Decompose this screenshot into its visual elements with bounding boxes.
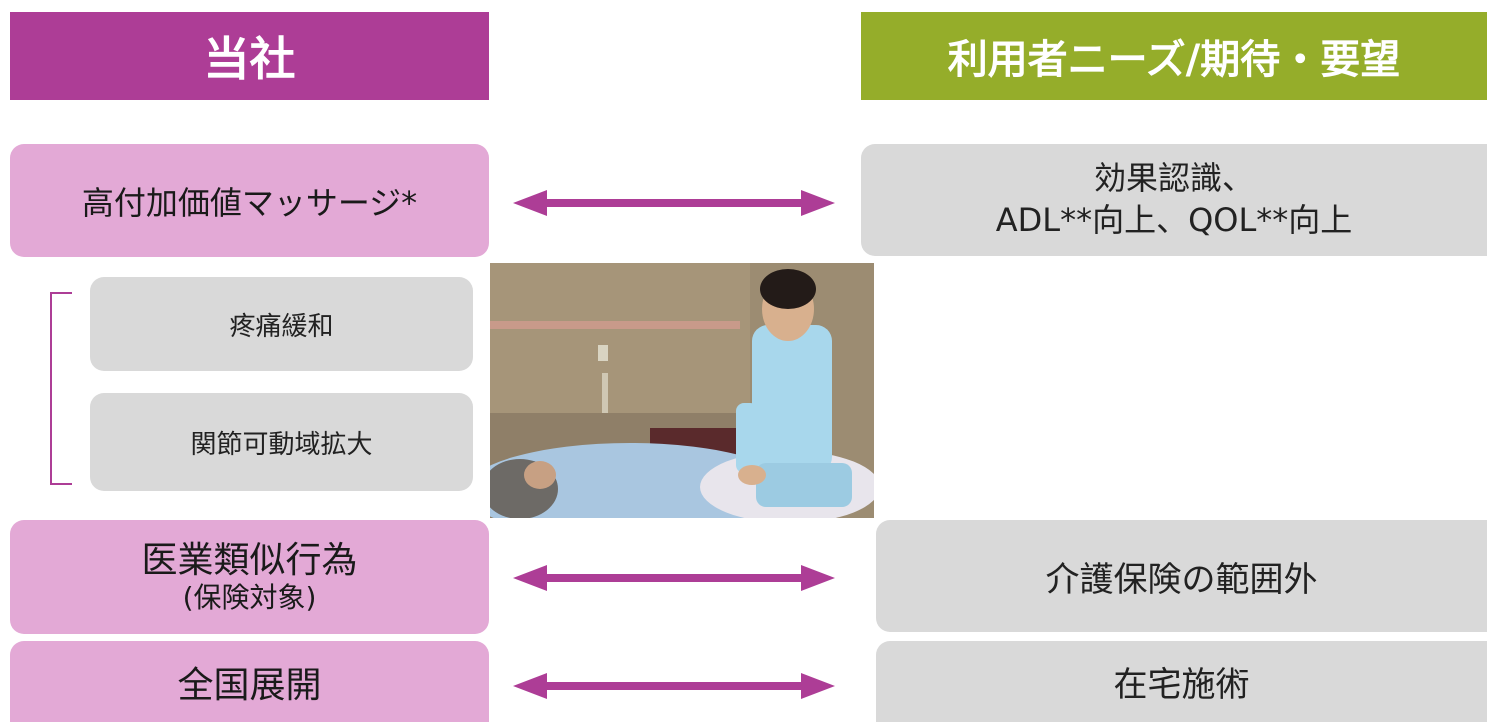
needs-box-home-treatment-label: 在宅施術: [1113, 665, 1250, 705]
double-arrow-icon: [513, 190, 835, 216]
company-box-medical-practice-sublabel: (保険対象): [182, 580, 317, 614]
sub-box-range-of-motion-label: 関節可動域拡大: [190, 429, 373, 460]
header-user-needs-label: 利用者ニーズ/期待・要望: [947, 37, 1401, 83]
header-company: 当社: [10, 12, 489, 100]
double-arrow-icon: [513, 565, 835, 591]
sub-box-range-of-motion: 関節可動域拡大: [90, 393, 473, 491]
needs-box-effect-line2: ADL**向上、QOL**向上: [995, 201, 1353, 239]
needs-box-insurance: 介護保険の範囲外: [876, 520, 1487, 632]
company-box-massage-label: 高付加価値マッサージ*: [81, 183, 418, 222]
company-box-massage: 高付加価値マッサージ*: [10, 144, 489, 257]
massage-photo: [490, 263, 874, 518]
header-company-label: 当社: [203, 32, 296, 86]
company-box-nationwide: 全国展開: [10, 641, 489, 722]
header-user-needs: 利用者ニーズ/期待・要望: [861, 12, 1487, 100]
bracket-divider: [50, 292, 72, 485]
company-box-medical-practice: 医業類似行為 (保険対象): [10, 520, 489, 634]
sub-box-pain-relief-label: 疼痛緩和: [229, 311, 334, 342]
needs-box-insurance-label: 介護保険の範囲外: [1045, 559, 1318, 600]
double-arrow-icon: [513, 673, 835, 699]
company-box-medical-practice-label: 医業類似行為: [141, 539, 358, 581]
needs-box-home-treatment: 在宅施術: [876, 641, 1487, 722]
needs-box-effect-line1: 効果認識、: [1093, 159, 1254, 198]
sub-box-pain-relief: 疼痛緩和: [90, 277, 473, 371]
company-box-nationwide-label: 全国展開: [177, 664, 322, 706]
needs-box-effect: 効果認識、 ADL**向上、QOL**向上: [861, 144, 1487, 256]
